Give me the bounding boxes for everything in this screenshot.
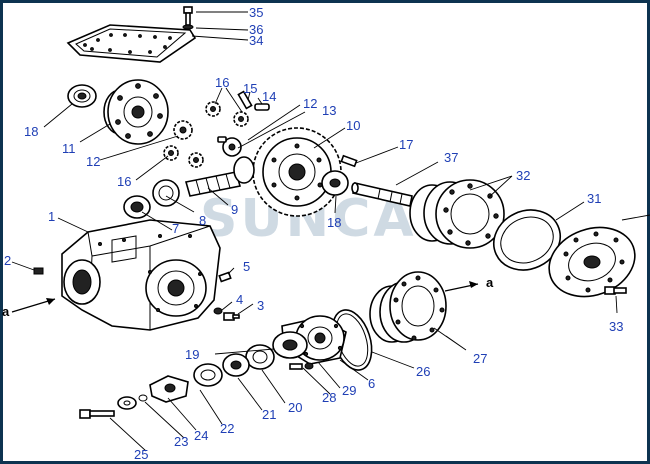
callout-11: 11 <box>62 141 76 156</box>
callout-8: 8 <box>199 213 206 228</box>
callout-36: 36 <box>249 22 263 37</box>
washer-4-part <box>213 307 223 315</box>
callout-7: 7 <box>172 221 179 236</box>
arrow-right-part <box>444 281 479 292</box>
bolt-25-part <box>79 409 115 419</box>
plug-5-part <box>218 271 232 283</box>
seal-22-part <box>193 363 223 387</box>
cover-plate-part <box>66 24 197 63</box>
callout-labels: 35 36 34 16 15 14 18 11 12 13 12 10 17 3… <box>2 5 623 462</box>
callout-10: 10 <box>346 118 360 133</box>
callout-20: 20 <box>288 400 302 415</box>
plug-2-part <box>33 267 44 275</box>
callout-37: 37 <box>444 150 458 165</box>
leader-lines <box>11 11 650 452</box>
main-housing-1-part <box>61 219 221 331</box>
callout-28: 28 <box>322 390 336 405</box>
callout-5: 5 <box>243 259 250 274</box>
ring-gear-10-part <box>252 127 342 217</box>
callout-21: 21 <box>262 407 276 422</box>
carrier-11-part <box>103 79 169 145</box>
callout-15: 15 <box>243 81 257 96</box>
callout-12-left: 12 <box>86 154 100 169</box>
callout-18-left: 18 <box>24 124 38 139</box>
callout-17: 17 <box>399 137 413 152</box>
bearing-18b-part <box>321 170 349 196</box>
yoke-part <box>149 375 189 403</box>
callout-18-right: 18 <box>327 215 341 230</box>
washer-24-part <box>117 396 137 410</box>
bolt-part <box>182 6 194 30</box>
callout-33: 33 <box>609 319 623 334</box>
callout-16-top: 16 <box>215 75 229 90</box>
callout-27: 27 <box>473 351 487 366</box>
callout-34: 34 <box>249 33 263 48</box>
callout-29: 29 <box>342 383 356 398</box>
spider-13-part <box>217 136 242 157</box>
callout-25: 25 <box>134 447 148 462</box>
callout-14: 14 <box>262 89 276 104</box>
callout-16-left: 16 <box>117 174 131 189</box>
callout-6: 6 <box>368 376 375 391</box>
callout-24: 24 <box>194 428 208 443</box>
clutch-pack-27-part <box>369 271 447 343</box>
o-ring-23-part <box>138 394 148 402</box>
pinion-shaft-9-part <box>184 156 255 197</box>
callout-23: 23 <box>174 434 188 449</box>
callout-2: 2 <box>4 253 11 268</box>
bolt-3-part <box>223 312 240 321</box>
callout-a-left: a <box>2 304 10 319</box>
bolt-28-part <box>289 362 314 370</box>
callout-12-right: 12 <box>303 96 317 111</box>
callout-9: 9 <box>231 202 238 217</box>
bearing-19-part <box>272 331 308 359</box>
callout-13: 13 <box>322 103 336 118</box>
callout-19: 19 <box>185 347 199 362</box>
pinion-gear-part <box>163 101 249 168</box>
callout-26: 26 <box>416 364 430 379</box>
end-cover-part <box>548 226 636 298</box>
callout-22: 22 <box>220 421 234 436</box>
bolt-17-part <box>340 154 358 168</box>
callout-4: 4 <box>236 292 243 307</box>
callout-3: 3 <box>257 298 264 313</box>
callout-35: 35 <box>249 5 263 20</box>
clutch-discs-32-part <box>409 179 505 249</box>
callout-32: 32 <box>516 168 530 183</box>
callout-a-right: a <box>486 275 494 290</box>
seal-ring-31-part <box>493 209 561 271</box>
bolt-33-part <box>604 286 627 295</box>
callout-31: 31 <box>587 191 601 206</box>
arrow-left-part <box>11 298 56 313</box>
bearing-20-part <box>245 344 275 370</box>
bearing-18-part <box>67 84 97 108</box>
bearing-21-part <box>222 353 250 377</box>
callout-1: 1 <box>48 209 55 224</box>
